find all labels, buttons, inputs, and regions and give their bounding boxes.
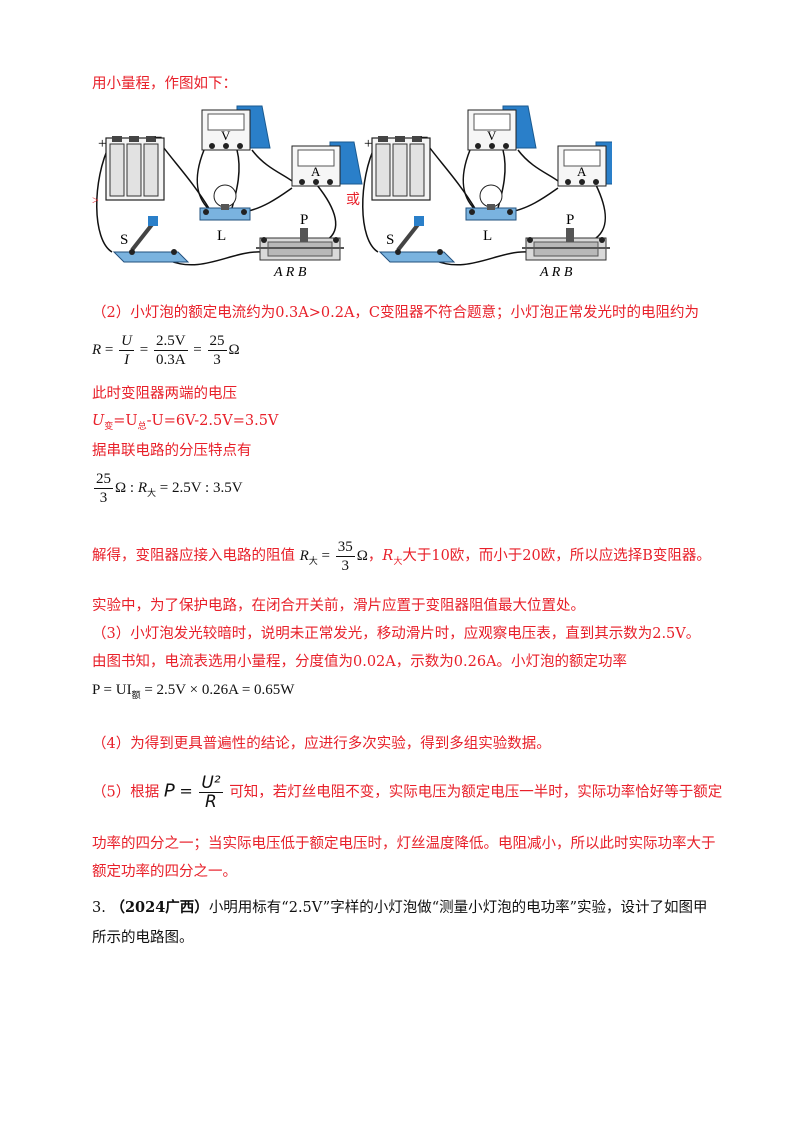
ammeter-icon (557, 141, 612, 187)
circuit-left: + − V A L (92, 105, 363, 280)
circuit-figure: + − V A L (92, 105, 612, 280)
switch-icon (112, 216, 190, 263)
switch-icon (378, 216, 456, 263)
battery-icon (105, 136, 165, 201)
question-3-line1: 3. （2024广西）小明用标有“2.5V”字样的小灯泡做“测量小灯泡的电功率”… (92, 899, 708, 916)
part2-line6: 实验中，为了保护电路，在闭合开关前，滑片应置于变阻器阻值最大位置处。 (92, 598, 585, 614)
left-marker: > (92, 193, 99, 207)
part3-equation-power: P = UI额 = 2.5V × 0.26A = 0.65W (92, 682, 295, 700)
battery-plus-label: + (364, 136, 372, 152)
ammeter-label: A (311, 164, 321, 179)
voltmeter-icon (467, 105, 537, 151)
battery-plus-label: + (98, 136, 106, 152)
lamp-label: L (483, 228, 492, 244)
battery-minus-label: − (420, 130, 428, 146)
part2-line2: 此时变阻器两端的电压 (92, 386, 237, 402)
or-label: 或 (346, 192, 360, 208)
slider-label: P (300, 212, 308, 228)
battery-icon (371, 136, 431, 201)
part3-line1: （3）小灯泡发光较暗时，说明未正常发光，移动滑片时，应观察电压表，直到其示数为2… (92, 626, 701, 642)
lamp-icon (199, 184, 251, 221)
question-3-line2: 所示的电路图。 (92, 930, 194, 946)
lamp-label: L (217, 228, 226, 244)
rheostat-terminals-label: A R B (273, 265, 307, 280)
rheostat-terminals-label: A R B (539, 265, 573, 280)
circuit-right: + − V A L S (362, 105, 612, 280)
switch-label: S (120, 232, 128, 248)
part4-line1: （4）为得到更具普遍性的结论，应进行多次实验，得到多组实验数据。 (92, 736, 551, 752)
part5-line2: 功率的四分之一；当实际电压低于额定电压时，灯丝温度降低。电阻减小，所以此时实际功… (92, 836, 716, 852)
part2-line1: （2）小灯泡的额定电流约为0.3A>0.2A，C变阻器不符合题意；小灯泡正常发光… (92, 305, 700, 321)
ammeter-label: A (577, 164, 587, 179)
intro-text: 用小量程，作图如下： (92, 76, 237, 92)
rheostat-icon (522, 228, 610, 261)
voltmeter-label: V (221, 128, 231, 143)
slider-label: P (566, 212, 574, 228)
part3-line2: 由图书知，电流表选用小量程，分度值为0.02A，示数为0.26A。小灯泡的额定功… (92, 654, 628, 670)
lamp-icon (465, 184, 517, 221)
battery-minus-label: − (154, 130, 162, 146)
rheostat-icon (256, 228, 344, 261)
ammeter-icon (291, 141, 363, 187)
part2-line3: U变=U总-U=6V-2.5V=3.5V (92, 413, 279, 432)
switch-label: S (386, 232, 394, 248)
voltmeter-label: V (487, 128, 497, 143)
part2-line4: 据串联电路的分压特点有 (92, 443, 252, 459)
voltmeter-icon (201, 105, 271, 151)
part5-line3: 额定功率的四分之一。 (92, 864, 237, 880)
